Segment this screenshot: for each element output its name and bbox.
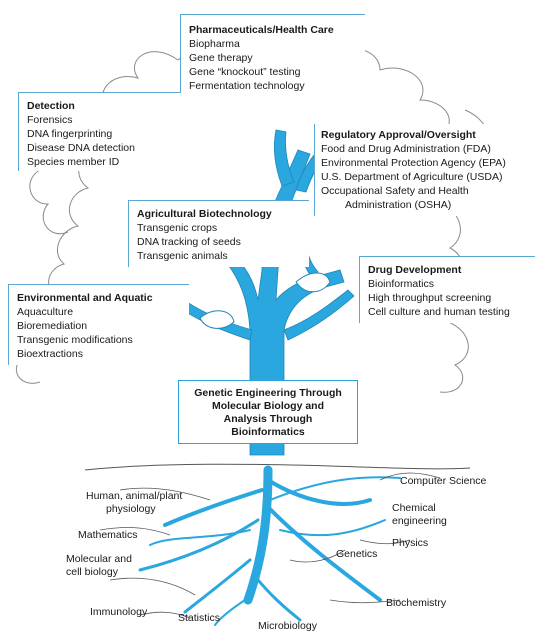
environmental-heading: Environmental and Aquatic xyxy=(17,292,153,304)
detection-item: Disease DNA detection xyxy=(27,142,135,154)
pharma-item: Gene “knockout” testing xyxy=(189,66,301,78)
regulatory-item: Environmental Protection Agency (EPA) xyxy=(321,157,506,169)
chemical-line: engineering xyxy=(392,515,447,527)
roots xyxy=(138,465,401,626)
center-line: Analysis Through xyxy=(223,413,313,425)
physiology-line: physiology xyxy=(106,503,156,515)
pharma-item: Gene therapy xyxy=(189,52,253,64)
environmental-item: Transgenic modifications xyxy=(17,334,133,346)
root-label-genetics: Genetics xyxy=(336,548,378,560)
detection-heading: Detection xyxy=(27,100,75,112)
root-label-microbiology: Microbiology xyxy=(258,620,317,632)
chemical-line: Chemical xyxy=(392,502,436,514)
regulatory-item: Food and Drug Administration (FDA) xyxy=(321,143,491,155)
pharma-heading: Pharmaceuticals/Health Care xyxy=(189,24,334,36)
agricultural-item: DNA tracking of seeds xyxy=(137,236,241,248)
physiology-line: Human, animal/plant xyxy=(86,490,183,502)
agricultural-heading: Agricultural Biotechnology xyxy=(137,208,272,220)
detection-item: Forensics xyxy=(27,114,73,126)
agricultural-item: Transgenic crops xyxy=(137,222,218,234)
molecular-line: cell biology xyxy=(66,566,118,578)
pharma-item: Fermentation technology xyxy=(189,80,305,92)
regulatory-heading: Regulatory Approval/Oversight xyxy=(321,129,476,141)
environmental-box: Environmental and Aquatic Aquaculture Bi… xyxy=(8,284,189,365)
environmental-item: Bioextractions xyxy=(17,348,83,360)
drug-box: Drug Development Bioinformatics High thr… xyxy=(359,256,535,323)
detection-item: Species member ID xyxy=(27,156,120,168)
agricultural-item: Transgenic animals xyxy=(137,250,228,262)
ground-line xyxy=(84,463,471,471)
root-label-physiology: Human, animal/plant physiology xyxy=(86,490,182,516)
pharma-item: Biopharma xyxy=(189,38,240,50)
drug-item: High throughput screening xyxy=(368,292,492,304)
environmental-item: Bioremediation xyxy=(17,320,88,332)
regulatory-box: Regulatory Approval/Oversight Food and D… xyxy=(314,124,535,216)
center-line: Molecular Biology and xyxy=(211,400,324,412)
root-label-physics: Physics xyxy=(392,537,429,549)
root-label-molecular: Molecular and cell biology xyxy=(66,553,132,579)
root-label-immunology: Immunology xyxy=(90,606,148,618)
center-line: Bioinformatics xyxy=(231,426,305,438)
regulatory-item: Administration (OSHA) xyxy=(345,199,452,211)
center-line: Genetic Engineering Through xyxy=(194,387,342,399)
regulatory-item: Occupational Safety and Health xyxy=(321,185,469,197)
pharma-box: Pharmaceuticals/Health Care Biopharma Ge… xyxy=(180,14,365,95)
agricultural-box: Agricultural Biotechnology Transgenic cr… xyxy=(128,200,309,267)
regulatory-item: U.S. Department of Agriculture (USDA) xyxy=(321,171,503,183)
drug-item: Cell culture and human testing xyxy=(368,306,510,318)
drug-heading: Drug Development xyxy=(368,264,462,276)
root-label-mathematics: Mathematics xyxy=(78,529,138,541)
root-label-computer-science: Computer Science xyxy=(400,475,487,487)
root-label-biochemistry: Biochemistry xyxy=(386,597,447,609)
environmental-item: Aquaculture xyxy=(17,306,74,318)
detection-item: DNA fingerprinting xyxy=(27,128,113,140)
root-label-chemical: Chemical engineering xyxy=(392,502,447,528)
root-label-statistics: Statistics xyxy=(178,612,221,624)
drug-item: Bioinformatics xyxy=(368,278,434,290)
molecular-line: Molecular and xyxy=(66,553,132,565)
detection-box: Detection Forensics DNA fingerprinting D… xyxy=(18,92,181,171)
genetic-engineering-box: Genetic Engineering Through Molecular Bi… xyxy=(178,380,358,444)
